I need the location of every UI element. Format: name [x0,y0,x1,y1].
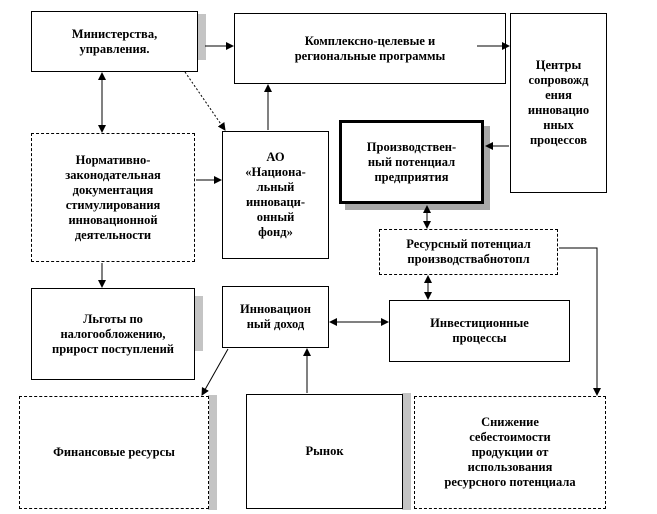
tax-benefits-label: Льготы по налогообложению, прирост посту… [52,311,174,356]
financial-resources-box: Финансовые ресурсы [19,396,209,509]
ao-fund-box: АО «Национа- льный инноваци- онный фонд» [222,131,329,259]
cost-reduction-box: Снижение себестоимости продукции от испо… [414,396,606,509]
resource-potential-label: Ресурсный потенциал производствабнотопл [406,237,531,266]
ministries-box: Министерства, управления. [31,11,198,72]
ao-fund-label: АО «Национа- льный инноваци- онный фонд» [245,150,306,239]
dotted-arrow-ministries-ao [184,71,226,131]
shade-ministries [198,14,206,60]
resource-potential-box: Ресурсный потенциал производствабнотопл [379,229,558,275]
arrow-resource-cost [559,247,601,396]
shade-market [402,393,411,510]
programs-label: Комплексно-целевые и региональные програ… [294,33,446,63]
regulatory-label: Нормативно- законодательная документация… [65,152,161,242]
centers-box: Центры сопровожд ения инновацио нных про… [510,13,607,193]
innovation-income-label: Инновацион ный доход [240,302,311,331]
ministries-label: Министерства, управления. [71,26,158,56]
centers-label: Центры сопровожд ения инновацио нных про… [527,58,590,147]
shade-tax [195,296,203,351]
market-box: Рынок [246,394,403,509]
financial-resources-label: Финансовые ресурсы [53,445,175,459]
innovation-income-box: Инновацион ный доход [222,286,329,348]
tax-benefits-box: Льготы по налогообложению, прирост посту… [31,288,195,380]
production-potential-label: Производствен- ный потенциал предприятия [366,139,457,184]
arrow-income-finance [201,348,229,396]
market-label: Рынок [305,444,344,458]
regulatory-box: Нормативно- законодательная документация… [31,133,195,262]
investment-processes-label: Инвестиционные процессы [430,316,529,345]
shade-finance [208,395,217,510]
investment-processes-box: Инвестиционные процессы [389,300,570,362]
cost-reduction-label: Снижение себестоимости продукции от испо… [444,415,576,489]
production-potential-box: Производствен- ный потенциал предприятия [339,120,484,204]
